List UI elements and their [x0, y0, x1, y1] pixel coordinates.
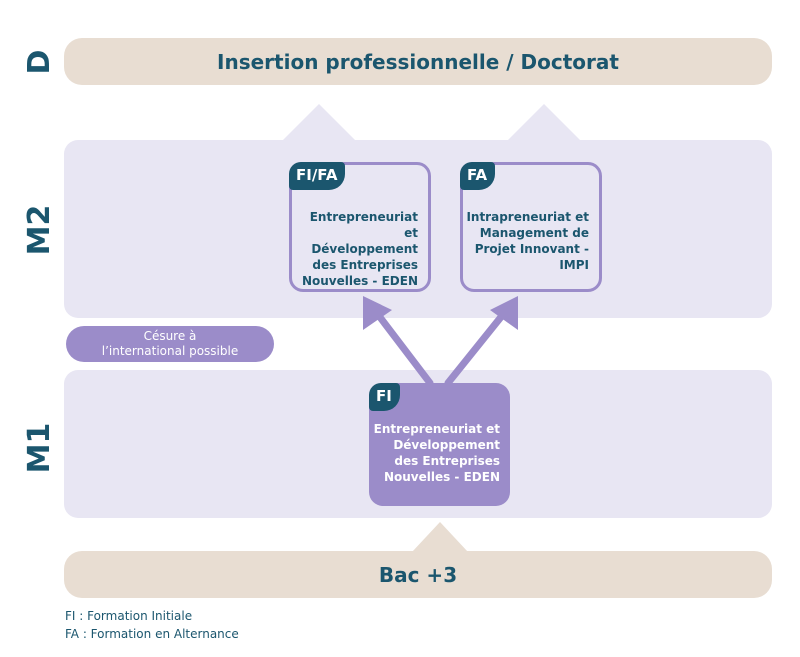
arrow-to-impi-head	[490, 296, 518, 330]
arrow-to-impi-line	[444, 308, 509, 387]
legend: FI : Formation Initiale FA : Formation e…	[65, 607, 239, 643]
m2-program-card-impi: FA Intrapreneuriat et Management de Proj…	[460, 162, 602, 292]
arrow-up-triangle-left	[283, 104, 355, 140]
bottom-band: Bac +3	[64, 551, 772, 598]
legend-item-fi: FI : Formation Initiale	[65, 609, 193, 623]
m2-program-card-eden: FI/FA Entrepreneuriat et Développement d…	[289, 162, 431, 292]
top-band-label: Insertion professionnelle / Doctorat	[217, 49, 619, 74]
program-title: Intrapreneuriat et Management de Projet …	[466, 210, 589, 272]
top-band: Insertion professionnelle / Doctorat	[64, 38, 772, 85]
bottom-band-label: Bac +3	[378, 562, 458, 587]
arrow-up-triangle-right	[508, 104, 580, 140]
legend-item-fa: FA : Formation en Alternance	[65, 627, 239, 641]
arrow-to-eden-head	[363, 296, 392, 330]
m1-program-card-eden: FI Entrepreneuriat et Développement des …	[369, 383, 510, 506]
program-type-tag: FI/FA	[289, 162, 346, 190]
cesure-international-pill: Césure à l’international possible	[66, 326, 274, 362]
program-type-tag: FI	[369, 383, 400, 411]
program-title: Entrepreneuriat et Développement des Ent…	[373, 422, 500, 484]
arrow-up-triangle-bottom	[412, 522, 468, 552]
arrow-to-eden-line	[372, 308, 434, 387]
program-type-tag: FA	[460, 162, 496, 190]
program-title: Entrepreneuriat et Développement des Ent…	[301, 210, 418, 288]
